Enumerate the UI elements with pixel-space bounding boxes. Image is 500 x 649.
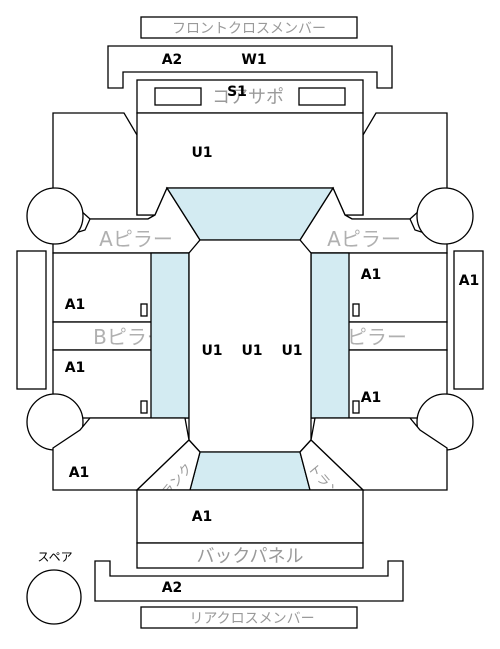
right-side-grade: A1 bbox=[459, 273, 480, 289]
core-support bbox=[136, 79, 364, 114]
left-front-door-grade: A1 bbox=[65, 297, 86, 313]
back-panel bbox=[136, 542, 364, 569]
spare-tire bbox=[26, 569, 82, 625]
rear-window bbox=[189, 451, 311, 491]
front-cross-member-box bbox=[140, 16, 358, 39]
right-rear-door-handle bbox=[352, 400, 360, 414]
right-side-window bbox=[310, 252, 350, 419]
hood-grade: U1 bbox=[191, 145, 212, 161]
rear-cross-member-label: リアクロスメンバー bbox=[189, 611, 314, 627]
left-rear-fender-grade: A1 bbox=[69, 465, 90, 481]
rear-bumper-grade: A2 bbox=[162, 580, 183, 596]
left-side-window bbox=[150, 252, 190, 419]
front-right-wheel bbox=[416, 187, 474, 245]
front-bumper bbox=[107, 45, 393, 89]
left-side-sill bbox=[16, 250, 47, 390]
front-bumper-w-grade: W1 bbox=[241, 52, 266, 68]
right-headlight bbox=[298, 87, 346, 106]
front-left-wheel bbox=[26, 187, 84, 245]
rear-bumper bbox=[94, 560, 404, 602]
right-front-door-handle bbox=[352, 303, 360, 317]
trunk-grade: A1 bbox=[192, 509, 213, 525]
left-front-door-handle bbox=[140, 303, 148, 317]
right-a-pillar-label: Aピラー bbox=[327, 227, 401, 251]
roof-grade-left: U1 bbox=[201, 343, 222, 359]
left-rear-door-handle bbox=[140, 400, 148, 414]
front-cross-member-label: フロントクロスメンバー bbox=[172, 21, 326, 37]
left-headlight bbox=[154, 87, 202, 106]
front-cross-member: フロントクロスメンバー bbox=[140, 16, 358, 39]
core-support-label: コアサポ bbox=[212, 87, 284, 108]
left-rear-door-grade: A1 bbox=[65, 360, 86, 376]
core-support-grade: S1 bbox=[227, 84, 247, 100]
right-front-door-grade: A1 bbox=[361, 267, 382, 283]
roof-grade-right: U1 bbox=[281, 343, 302, 359]
rear-cross-member bbox=[140, 606, 358, 629]
spare-label: スペア bbox=[37, 550, 72, 564]
right-side-sill bbox=[453, 250, 484, 390]
roof-grade-center: U1 bbox=[241, 343, 262, 359]
trunk-lid bbox=[136, 489, 364, 544]
right-rear-door-grade: A1 bbox=[361, 390, 382, 406]
left-a-pillar-label: Aピラー bbox=[99, 227, 173, 251]
front-bumper-grade: A2 bbox=[162, 52, 183, 68]
back-panel-label: バックパネル bbox=[196, 546, 303, 567]
